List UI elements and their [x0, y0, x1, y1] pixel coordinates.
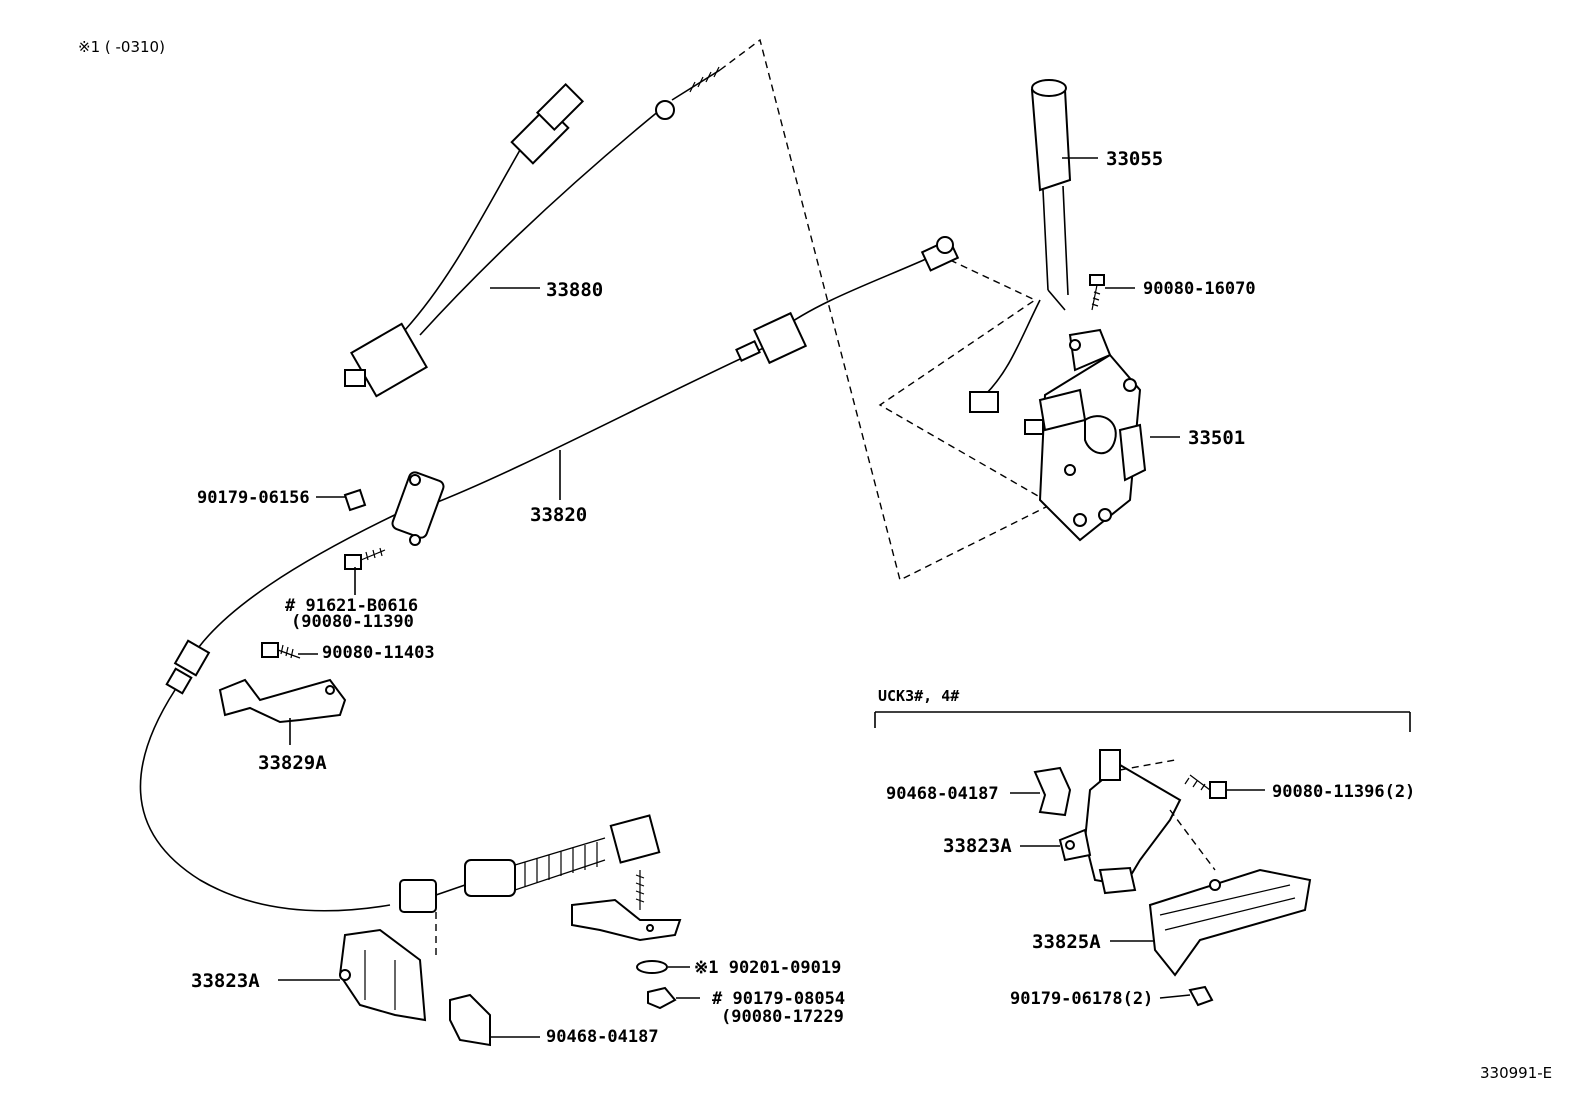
label-33823a-left: 33823A: [191, 970, 260, 992]
plate-lower-center: [571, 870, 682, 1010]
leader-lines: [278, 157, 1265, 1038]
projection-lines: [719, 38, 1061, 582]
clip-90468-left: [449, 993, 491, 1047]
label-33825a: 33825A: [1032, 931, 1101, 953]
label-90468-04187-left: 90468-04187: [546, 1027, 659, 1047]
label-90080-11403: 90080-11403: [322, 643, 435, 663]
nut-90179-06156: [343, 488, 367, 512]
label-90179-08054: # 90179-08054: [712, 989, 845, 1009]
fasteners-left: [261, 488, 386, 659]
bracket-33823a-left: [338, 928, 427, 1022]
label-90201-09019: ※1 90201-09019: [694, 958, 841, 978]
label-33820: 33820: [530, 504, 587, 526]
part-labels: 33880 33055 90080-16070 33501 33820 9017…: [191, 148, 1415, 1047]
figure-id: 330991-E: [1480, 1064, 1552, 1082]
variant-title: UCK3#, 4#: [878, 687, 959, 705]
label-90179-06178: 90179-06178(2): [1010, 989, 1153, 1009]
label-33829a: 33829A: [258, 752, 327, 774]
bolt-90080-11403: [261, 642, 279, 658]
header-note: ※1 ( -0310): [78, 38, 165, 56]
label-90080-16070: 90080-16070: [1143, 279, 1256, 299]
label-90468-04187-right: 90468-04187: [886, 784, 999, 804]
label-91621-b0616: # 91621-B0616: [285, 596, 418, 616]
label-33501: 33501: [1188, 427, 1245, 449]
cable-33820: [139, 236, 960, 955]
variant-section: UCK3#, 4#: [874, 687, 1411, 1007]
selector-33501: [1024, 274, 1147, 542]
label-33880: 33880: [546, 279, 603, 301]
label-90080-17229: (90080-17229: [721, 1007, 844, 1027]
label-90080-11390: (90080-11390: [291, 612, 414, 632]
label-90179-06156: 90179-06156: [197, 488, 310, 508]
shift-lever-33055: [969, 79, 1072, 413]
bracket-33829a: [218, 678, 347, 724]
bolt-91621: [344, 554, 362, 570]
label-33823a-right: 33823A: [943, 835, 1012, 857]
washer-90201: [636, 960, 668, 974]
nut-90179-08054: [647, 986, 677, 1010]
label-33055: 33055: [1106, 148, 1163, 170]
harness-33880: [344, 66, 721, 398]
label-90080-11396: 90080-11396(2): [1272, 782, 1415, 802]
